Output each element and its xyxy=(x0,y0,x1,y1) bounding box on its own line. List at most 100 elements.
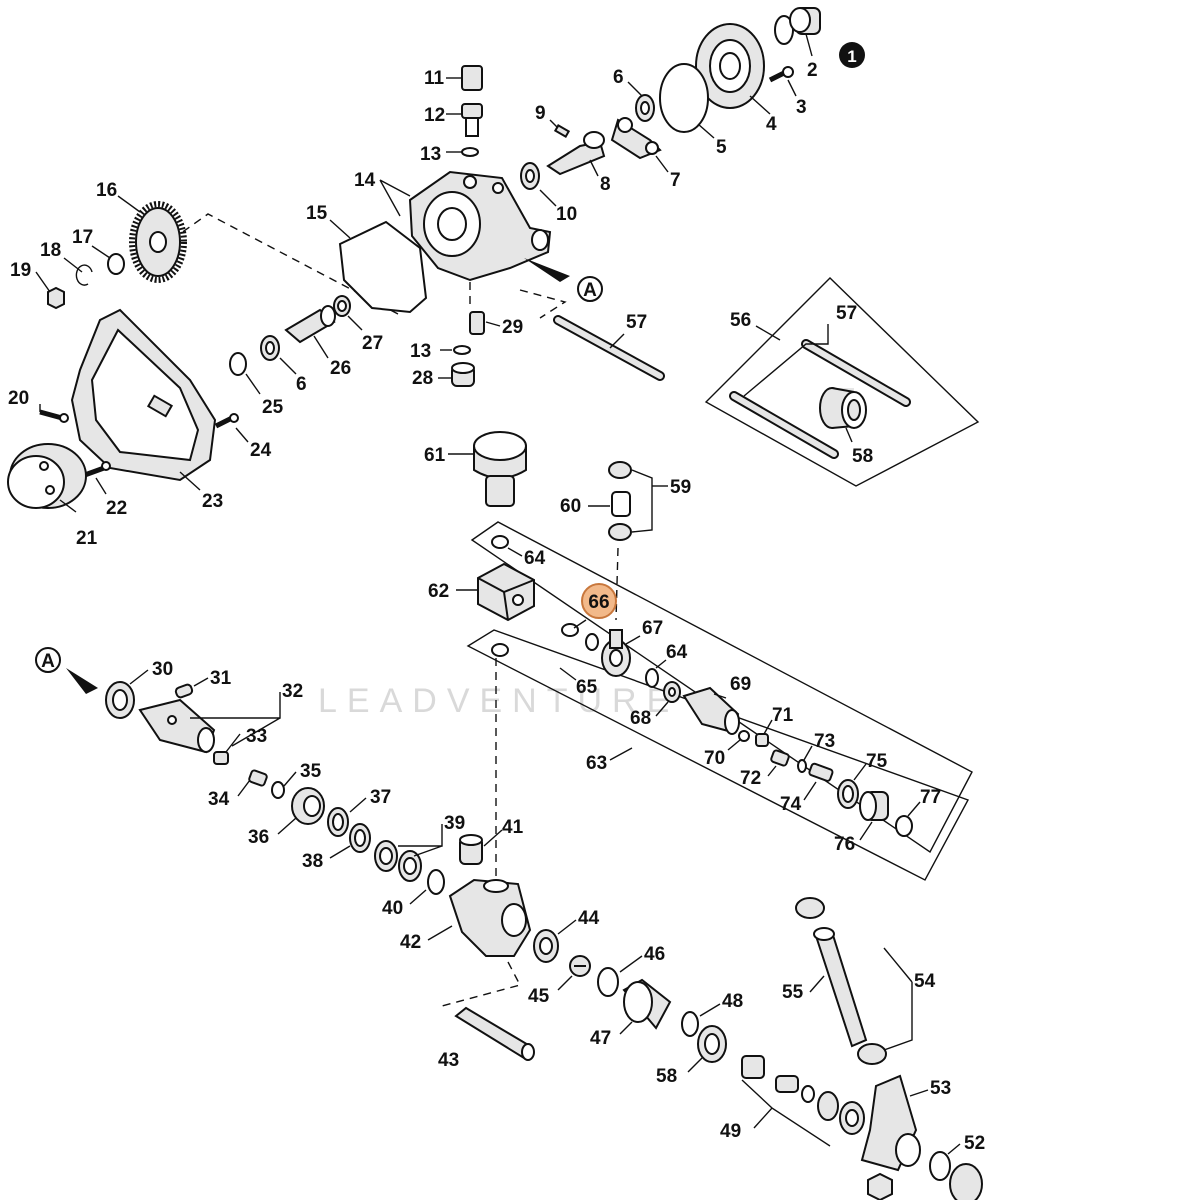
box-63 xyxy=(470,521,973,854)
label-41: 41 xyxy=(502,817,524,838)
svg-text:66: 66 xyxy=(588,592,609,613)
label-8: 8 xyxy=(600,174,611,195)
label-54: 54 xyxy=(914,971,936,992)
dash-a xyxy=(519,289,567,319)
label-43: 43 xyxy=(438,1050,459,1071)
drum-21 xyxy=(7,443,87,509)
washer-44 xyxy=(533,929,559,963)
bearing-10 xyxy=(520,162,540,190)
oring-13-mid xyxy=(453,345,471,355)
label-18: 18 xyxy=(40,240,61,261)
oring-77 xyxy=(895,815,913,837)
label-77: 77 xyxy=(920,787,941,808)
manifold-42 xyxy=(448,878,532,957)
callout-66-highlight[interactable]: 66 xyxy=(581,583,617,619)
leader-lines xyxy=(35,33,961,1155)
label-49: 49 xyxy=(720,1121,741,1142)
rod-57-box xyxy=(729,339,911,459)
washer-17 xyxy=(107,253,125,275)
label-67: 67 xyxy=(642,618,663,639)
nut-19 xyxy=(47,286,65,310)
box-56 xyxy=(704,277,980,487)
callout-1[interactable]: 1 xyxy=(839,42,865,68)
shaft-26 xyxy=(284,305,336,344)
label-56: 56 xyxy=(730,310,751,331)
spring-72 xyxy=(770,749,790,767)
nut-36 xyxy=(291,787,325,825)
label-17: 17 xyxy=(72,227,93,248)
label-28: 28 xyxy=(412,368,433,389)
ring-30 xyxy=(105,681,135,719)
label-3: 3 xyxy=(796,97,807,118)
housing-14 xyxy=(408,170,552,282)
pin-31 xyxy=(174,683,194,699)
oring-46 xyxy=(597,967,619,997)
washer-66 xyxy=(561,623,579,637)
label-46: 46 xyxy=(644,944,665,965)
hose-55 xyxy=(795,897,887,1065)
oring-13-top xyxy=(461,147,479,157)
label-36: 36 xyxy=(248,827,269,848)
label-64-top: 64 xyxy=(524,548,546,569)
label-45: 45 xyxy=(528,986,550,1007)
ring-37 xyxy=(327,807,349,837)
label-19: 19 xyxy=(10,260,31,281)
dash-43 xyxy=(441,961,522,1007)
label-35: 35 xyxy=(300,761,322,782)
assembly-49 xyxy=(741,1055,865,1135)
elbow-67 xyxy=(601,629,631,677)
cover-4 xyxy=(695,23,765,109)
label-64-right: 64 xyxy=(666,642,688,663)
screw-3 xyxy=(768,66,794,83)
label-62: 62 xyxy=(428,581,449,602)
label-70: 70 xyxy=(704,748,725,769)
label-55: 55 xyxy=(782,982,804,1003)
oring-64-top xyxy=(491,535,509,549)
ring-5 xyxy=(659,63,709,133)
label-25: 25 xyxy=(262,397,284,418)
label-52: 52 xyxy=(964,1133,985,1154)
label-58-box: 58 xyxy=(852,446,873,467)
oring-35 xyxy=(271,781,285,799)
oring-40 xyxy=(427,869,445,895)
fitting-68 xyxy=(663,681,681,703)
seat-71 xyxy=(755,733,769,747)
label-37: 37 xyxy=(370,787,391,808)
rod-43 xyxy=(454,1006,535,1061)
label-29: 29 xyxy=(502,317,523,338)
bearing-6-top xyxy=(635,94,655,122)
label-12: 12 xyxy=(424,105,445,126)
label-4: 4 xyxy=(766,114,777,135)
label-27: 27 xyxy=(362,333,383,354)
label-13-top: 13 xyxy=(420,144,441,165)
svg-text:A: A xyxy=(41,651,55,672)
label-69: 69 xyxy=(730,674,751,695)
ref-a-top[interactable]: A xyxy=(524,258,603,302)
label-40: 40 xyxy=(382,898,403,919)
label-73: 73 xyxy=(814,731,835,752)
plug-2 xyxy=(774,7,821,45)
label-7: 7 xyxy=(670,170,681,191)
label-75: 75 xyxy=(866,751,888,772)
label-57-top: 57 xyxy=(626,312,647,333)
label-33: 33 xyxy=(246,726,267,747)
fitting-33 xyxy=(213,751,229,765)
spring-34 xyxy=(248,769,268,787)
label-6-top: 6 xyxy=(613,67,624,88)
ref-a-left[interactable]: A xyxy=(35,647,98,694)
label-24: 24 xyxy=(250,440,272,461)
label-57-box: 57 xyxy=(836,303,857,324)
gear-16 xyxy=(129,201,187,283)
svg-text:1: 1 xyxy=(847,47,856,66)
svg-text:A: A xyxy=(583,280,597,301)
valve-61 xyxy=(473,431,527,507)
label-16: 16 xyxy=(96,180,117,201)
label-39: 39 xyxy=(444,813,465,834)
label-72: 72 xyxy=(740,768,761,789)
oring-64-right xyxy=(645,668,659,688)
block-62 xyxy=(477,562,535,622)
label-21: 21 xyxy=(76,528,98,549)
part-labels: 2 3 4 5 6 7 8 9 10 11 12 13 14 15 16 17 … xyxy=(8,60,985,1154)
shaft-33 xyxy=(138,698,216,754)
